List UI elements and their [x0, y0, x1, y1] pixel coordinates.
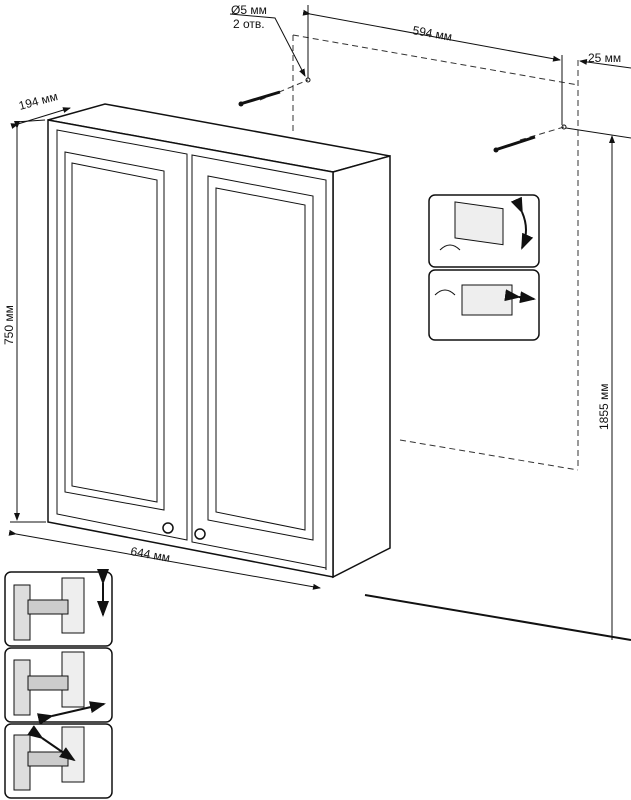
- height-label: 750 мм: [2, 305, 16, 345]
- screwdriver-rotate-icon: [434, 289, 456, 296]
- hole-spacing-label: 594 мм: [411, 23, 453, 44]
- hole-diameter-label: Ø5 мм: [231, 3, 267, 17]
- hole-count-label: 2 отв.: [233, 17, 265, 31]
- dim-644: [8, 529, 321, 590]
- depth-label: 194 мм: [17, 89, 59, 113]
- hinge-adjust-horizontal-detail: [4, 647, 113, 725]
- door-knob-left: [162, 522, 174, 534]
- dim-594: [302, 9, 561, 62]
- hinge-adjust-vertical-detail: [4, 569, 113, 647]
- side-offset-label: 25 мм: [588, 51, 621, 65]
- floor-line: [364, 594, 631, 641]
- screw-icon: [493, 135, 536, 153]
- mounting-hole-right: [561, 124, 567, 130]
- cabinet: [47, 103, 391, 579]
- hinge-adjust-depth-detail: [4, 723, 113, 799]
- door-knob-right: [194, 528, 206, 540]
- screw-icon: [238, 90, 281, 107]
- hanger-adjust-vertical-detail: [428, 194, 540, 268]
- mount-height-label: 1855 мм: [597, 383, 611, 430]
- hanger-adjust-depth-detail: [428, 269, 540, 341]
- screwdriver-rotate-icon: [439, 244, 461, 251]
- width-label: 644 мм: [129, 544, 171, 565]
